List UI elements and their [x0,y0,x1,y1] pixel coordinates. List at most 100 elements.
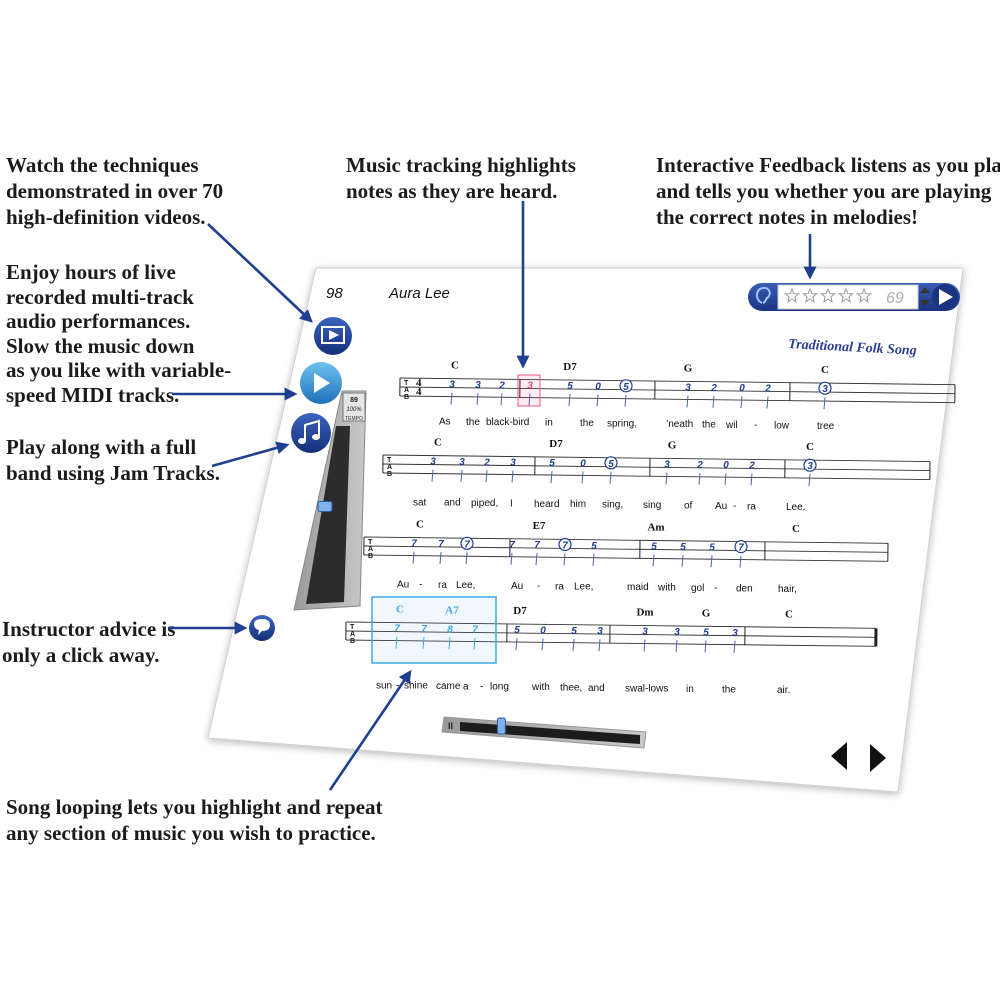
loop-selection[interactable] [371,596,497,664]
callout-tracking: Music tracking highlights notes as they … [346,152,576,204]
tab-note[interactable]: 3 [597,626,603,637]
chord-symbol: A7 [445,604,459,616]
tab-note[interactable]: 2 [710,383,717,394]
video-button[interactable] [314,317,352,355]
tab-clef-letter: A [387,464,392,471]
play-audio-button[interactable] [300,362,342,404]
tab-note[interactable]: 3 [674,627,680,638]
tab-note[interactable]: 7 [438,539,444,550]
tab-note[interactable]: 5 [680,542,686,553]
tab-note[interactable]: 5 [709,542,715,553]
tab-clef-letter: B [404,394,409,401]
callout-line: Song looping lets you highlight and repe… [6,795,383,819]
tab-note[interactable]: 3 [475,380,481,391]
tab-note[interactable]: 3 [430,457,436,468]
lyric-word: and [444,498,461,509]
tempo-slider[interactable]: 89 100% TEMPO [293,390,367,611]
chord-symbol: C [416,519,424,531]
tab-note[interactable]: 2 [696,460,703,471]
tab-note[interactable]: 5 [608,459,614,470]
playback-slider[interactable]: II [441,716,647,749]
note-stem [624,394,627,407]
tab-note[interactable]: 7 [509,540,515,551]
note-stem [710,555,713,568]
note-stem [473,637,476,650]
tab-note[interactable]: 0 [595,381,601,392]
tab-note[interactable]: 7 [738,543,744,554]
chord-symbol: D7 [563,361,577,373]
tab-note[interactable]: 5 [571,626,577,637]
spinner-arrows-icon[interactable] [920,287,930,306]
song-title: Aura Lee [388,285,450,302]
tab-note[interactable]: 7 [421,624,427,635]
tab-note[interactable]: 0 [739,383,745,394]
note-stem [515,638,518,651]
lyric-word: sing [643,500,661,511]
tab-note[interactable]: 5 [591,541,597,552]
tab-note[interactable]: 3 [685,383,691,394]
jam-tracks-button[interactable] [291,413,331,453]
tab-note[interactable]: 0 [723,460,729,471]
tab-note[interactable]: 0 [580,459,586,470]
tab-note[interactable]: 5 [703,627,709,638]
tab-note[interactable]: 5 [549,458,555,469]
tab-note[interactable]: 3 [664,460,670,471]
tab-note[interactable]: 7 [464,539,470,550]
tab-note[interactable]: 5 [651,542,657,553]
lyric-word: - [419,580,422,591]
lyric-word: den [736,583,753,594]
callout-instructor: Instructor advice is only a click away. [2,616,175,668]
tempo-track [306,426,350,604]
tab-note[interactable]: 7 [472,625,478,636]
interactive-feedback-bar[interactable]: 69 [748,283,960,311]
tab-note[interactable]: 3 [527,381,533,392]
lyric-word: with [531,682,550,693]
tab-clef-letter: A [350,631,355,638]
lyric-word: sat [413,497,427,508]
tempo-slider-thumb[interactable] [317,501,333,512]
half-note-circle [604,456,618,470]
tab-clef-letter: T [350,624,355,631]
tab-note[interactable]: 7 [534,540,540,551]
tab-note[interactable]: 3 [732,628,738,639]
playback-thumb[interactable] [496,717,506,735]
tab-note[interactable]: 2 [483,457,490,468]
note-stem [643,639,646,652]
tab-note[interactable]: 3 [510,458,516,469]
instructor-advice-button[interactable] [249,615,275,641]
tab-note[interactable]: 7 [411,539,417,550]
note-stem [550,471,553,484]
tab-note[interactable]: 3 [449,380,455,391]
tab-note[interactable]: 3 [642,627,648,638]
half-note-circle [734,540,748,554]
lyric-word: - [714,583,717,594]
tab-note[interactable]: 2 [764,384,771,395]
tab-note[interactable]: 2 [498,380,505,391]
lyric-word: Au [715,501,727,512]
tab-note[interactable]: 5 [567,381,573,392]
tab-note[interactable]: 8 [447,624,453,635]
note-stem [808,474,811,487]
tab-note[interactable]: 0 [540,625,546,636]
next-arrow-icon[interactable] [870,744,886,772]
lyric-word: hair, [778,584,797,595]
star-rating [783,287,873,303]
pause-icon[interactable]: II [448,721,453,731]
star-icon [783,287,801,303]
lyric-word: Lee, [574,582,593,593]
chord-symbol: E7 [533,520,546,532]
tab-note[interactable]: 3 [807,461,813,472]
lyric-word: - [480,682,483,693]
song-subtitle: Traditional Folk Song [788,337,917,359]
prev-arrow-icon[interactable] [831,742,847,770]
tab-note[interactable]: 3 [822,384,828,395]
tab-note[interactable]: 7 [394,624,400,635]
tab-note[interactable]: 5 [623,382,629,393]
tab-note[interactable]: 5 [514,625,520,636]
tab-note[interactable]: 2 [748,461,755,472]
tab-note[interactable]: 3 [459,457,465,468]
tab-note[interactable]: 7 [562,541,568,552]
